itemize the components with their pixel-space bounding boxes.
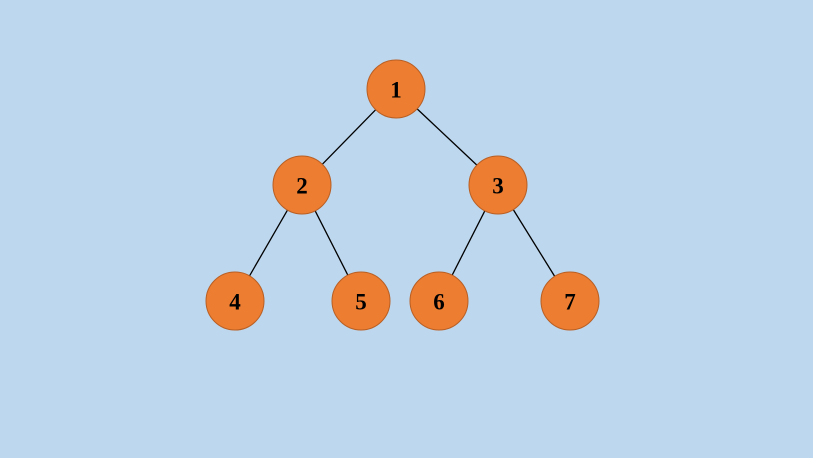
node-label-7: 7 <box>564 290 576 315</box>
tree-node-6: 6 <box>409 271 469 331</box>
tree-node-1: 1 <box>366 59 426 119</box>
node-circle-1 <box>366 59 426 119</box>
nodes-layer: 1 2 3 4 5 6 7 <box>205 59 600 331</box>
node-circle-7 <box>540 271 600 331</box>
edge-1-2 <box>321 109 377 165</box>
node-circle-3 <box>468 155 528 215</box>
tree-node-3: 3 <box>468 155 528 215</box>
node-label-4: 4 <box>229 290 241 315</box>
tree-node-7: 7 <box>540 271 600 331</box>
edge-3-6 <box>451 210 486 276</box>
edge-3-7 <box>512 209 556 277</box>
edges-layer <box>248 108 556 277</box>
node-circle-2 <box>272 155 332 215</box>
node-label-1: 1 <box>390 78 402 103</box>
tree-node-5: 5 <box>331 271 391 331</box>
tree-node-4: 4 <box>205 271 265 331</box>
node-label-2: 2 <box>296 174 308 199</box>
node-label-3: 3 <box>492 174 504 199</box>
node-circle-4 <box>205 271 265 331</box>
node-circle-5 <box>331 271 391 331</box>
node-label-6: 6 <box>433 290 445 315</box>
edge-2-4 <box>248 209 289 277</box>
edge-2-5 <box>314 210 349 276</box>
node-label-5: 5 <box>355 290 367 315</box>
edge-1-3 <box>416 108 478 166</box>
tree-node-2: 2 <box>272 155 332 215</box>
node-circle-6 <box>409 271 469 331</box>
